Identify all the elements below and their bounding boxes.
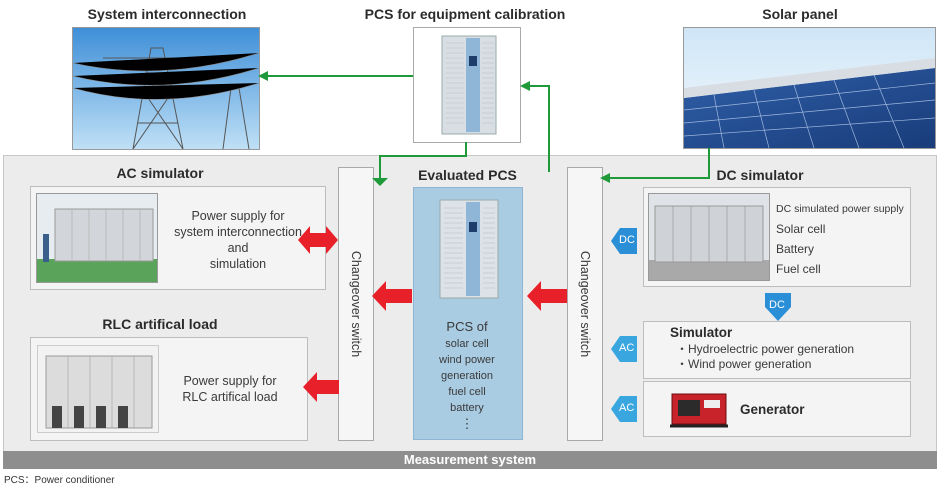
evaluated-pcs-line: solar cell <box>445 338 489 350</box>
evaluated-pcs-line: fuel cell <box>448 386 486 398</box>
ac-simulator-description: Power supply for system interconnection … <box>160 208 316 272</box>
dc-simulator-title: DC simulator <box>716 167 804 183</box>
dc-line: DC simulated power supply <box>776 203 904 215</box>
simulator-items: ・Hydroelectric power generation ・Wind po… <box>676 342 854 372</box>
dc-line: Solar cell <box>776 222 826 236</box>
simulator-item: ・Wind power generation <box>676 357 812 371</box>
red-arrow-to-rlc <box>303 372 339 402</box>
generator-label: Generator <box>740 402 805 417</box>
changeover-left-label: Changeover switch <box>349 250 363 358</box>
dc-line: Fuel cell <box>776 262 821 276</box>
dc-simulator-image <box>648 193 770 281</box>
dc-badge-label: DC <box>619 234 635 246</box>
simulator-title: Simulator <box>670 325 733 340</box>
double-red-arrow <box>298 226 338 254</box>
dc-line: Battery <box>776 242 815 256</box>
ac-badge-arrow-generator: AC <box>611 396 637 422</box>
dc-down-badge-arrow: DC <box>762 293 794 321</box>
rlc-load-description: Power supply for RLC artifical load <box>160 373 300 405</box>
red-arrow-switch-to-pcs <box>527 281 567 311</box>
ac-simulator-title: AC simulator <box>116 165 204 181</box>
ac-simulator-image <box>36 193 158 283</box>
measurement-system-bar: Measurement system <box>3 451 937 469</box>
power-tower-image <box>72 27 260 150</box>
ac-badge-label: AC <box>619 402 635 414</box>
solar-panel-title: Solar panel <box>762 6 838 22</box>
generator-image <box>668 388 730 430</box>
evaluated-pcs-unit-image <box>430 198 506 300</box>
evaluated-pcs-line: PCS of <box>446 319 488 334</box>
changeover-switch-right: Changeover switch <box>567 167 603 441</box>
changeover-right-label: Changeover switch <box>578 250 592 358</box>
dc-simulator-list: DC simulated power supply Solar cell Bat… <box>776 199 908 279</box>
ac-desc-line: simulation <box>209 257 267 271</box>
dc-down-badge-label: DC <box>769 299 785 311</box>
ac-desc-line: Power supply for <box>191 209 285 223</box>
simulator-item: ・Hydroelectric power generation <box>676 342 855 356</box>
solar-panel-image <box>683 27 936 149</box>
simulator-box <box>643 321 911 379</box>
rlc-load-title: RLC artifical load <box>102 316 218 332</box>
evaluated-pcs-list: PCS of solar cell wind power generation … <box>413 318 521 432</box>
pcs-calibration-title: PCS for equipment calibration <box>364 6 566 22</box>
evaluated-pcs-title: Evaluated PCS <box>418 167 517 183</box>
changeover-switch-left: Changeover switch <box>338 167 374 441</box>
ac-desc-line: system interconnection <box>174 225 302 239</box>
rlc-desc-line: RLC artifical load <box>182 390 278 404</box>
evaluated-pcs-line: wind power generation <box>439 354 495 382</box>
rlc-load-image <box>37 345 159 433</box>
footnote: PCS：Power conditioner <box>4 475 115 486</box>
red-arrow-pcs-to-switch <box>372 281 412 311</box>
rlc-desc-line: Power supply for <box>183 374 277 388</box>
dc-badge-arrow: DC <box>611 228 637 254</box>
ac-desc-line: and <box>227 241 249 255</box>
system-interconnection-title: System interconnection <box>87 6 247 22</box>
evaluated-pcs-line: battery <box>450 402 484 414</box>
ac-badge-label: AC <box>619 342 635 354</box>
ac-badge-arrow-simulator: AC <box>611 336 637 362</box>
green-connection-arrows <box>258 71 710 186</box>
evaluated-pcs-line: ⋮ <box>460 416 474 431</box>
